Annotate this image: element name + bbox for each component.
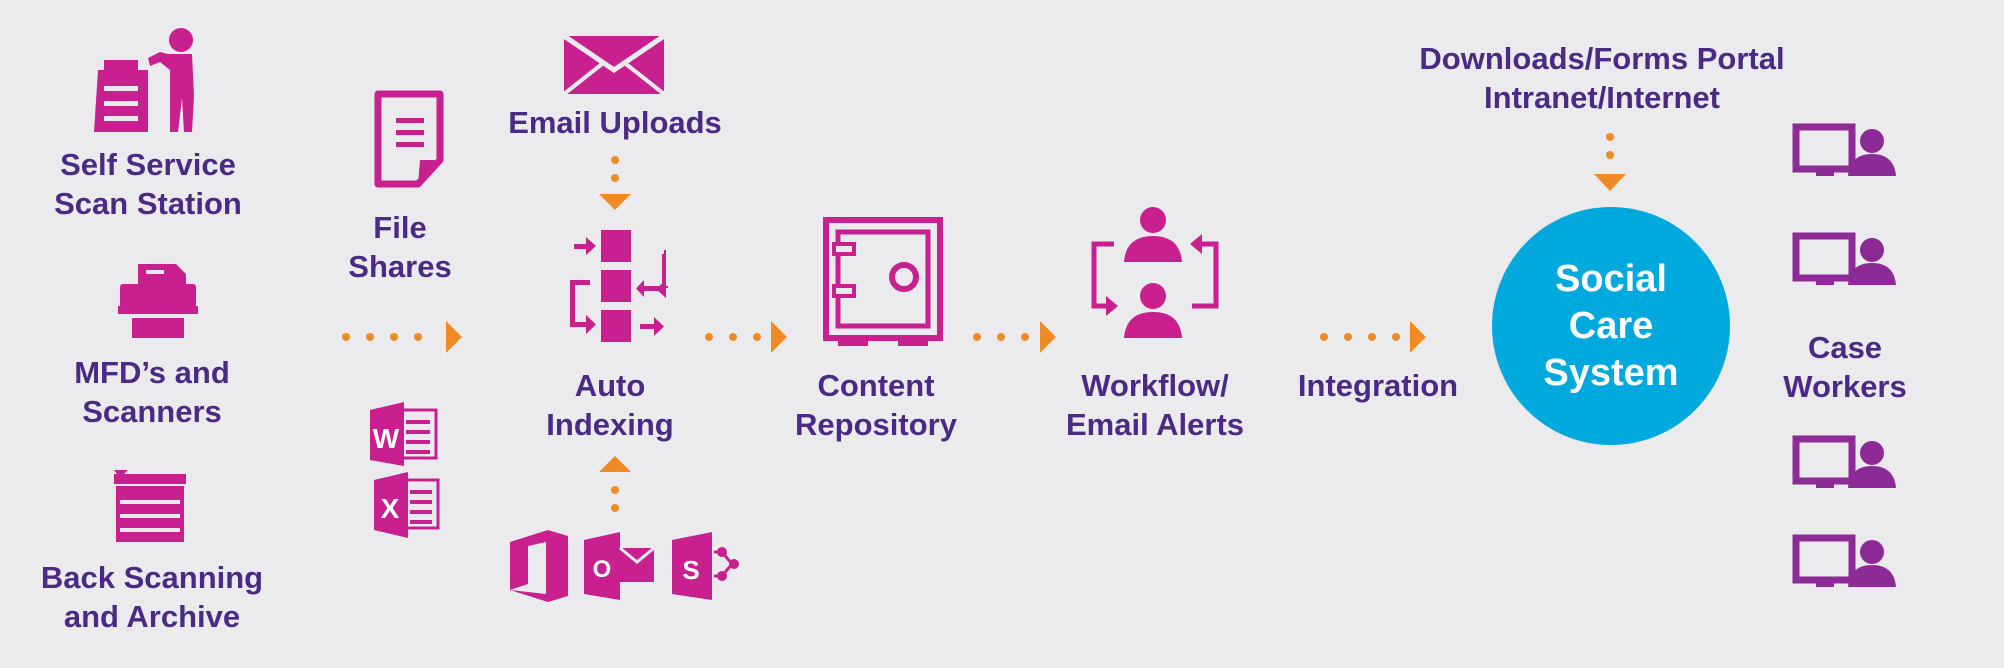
svg-text:X: X <box>381 493 400 524</box>
computer-user-icon <box>1792 123 1896 176</box>
flow-arrow-indexing-to-repository <box>705 321 787 353</box>
sharepoint-icon: S <box>672 532 739 600</box>
document-icon <box>374 90 444 188</box>
svg-text:O: O <box>593 556 612 583</box>
workflow-email-alerts-label: Workflow/Email Alerts <box>1065 368 1245 442</box>
computer-user-icon <box>1792 232 1896 285</box>
envelope-icon <box>562 33 666 96</box>
office-icon <box>510 530 568 602</box>
svg-text:S: S <box>682 555 699 585</box>
flow-arrow-office-to-indexing <box>599 456 631 512</box>
indexing-icon <box>570 230 668 342</box>
flow-arrow-repository-to-workflow <box>973 321 1056 353</box>
computer-user-icon <box>1792 534 1896 587</box>
flow-arrow-integration-to-hub <box>1320 321 1426 353</box>
safe-icon <box>823 217 943 346</box>
flow-arrow-email-to-indexing <box>599 156 631 210</box>
flow-arrow-sources-to-indexing <box>342 321 462 353</box>
flow-arrow-portal-to-hub <box>1594 133 1626 191</box>
copier-icon <box>114 470 186 542</box>
integration-label: Integration <box>1297 368 1459 403</box>
printer-icon <box>118 264 198 338</box>
person-at-scanner-icon <box>94 28 194 132</box>
computer-user-icon <box>1792 435 1896 488</box>
svg-text:W: W <box>373 423 400 454</box>
users-cycle-icon <box>1091 207 1219 338</box>
excel-icon: X <box>374 472 440 538</box>
email-uploads-label: Email Uploads <box>508 105 722 140</box>
outlook-icon: O <box>584 532 655 600</box>
word-icon: W <box>370 402 438 466</box>
